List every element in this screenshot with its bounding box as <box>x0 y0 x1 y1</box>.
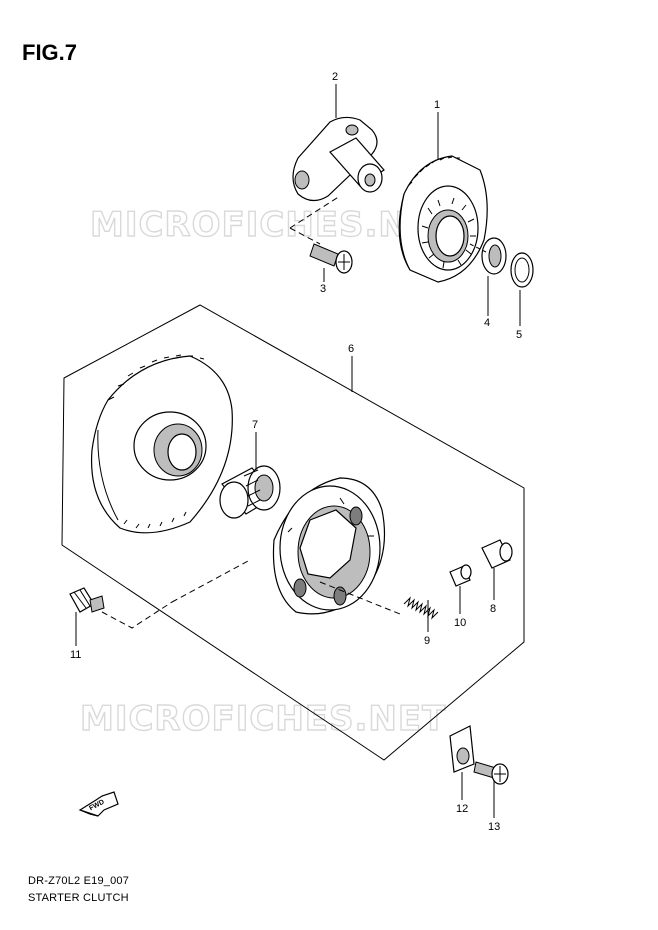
part-7-needle-bearing[interactable] <box>219 465 281 519</box>
callout-13: 13 <box>488 821 500 833</box>
part-11-bolt[interactable] <box>69 587 105 613</box>
callout-4: 4 <box>484 317 490 329</box>
part-6-assembly-box <box>61 304 525 761</box>
part-8-cap[interactable] <box>481 539 513 569</box>
callout-1: 1 <box>434 99 440 111</box>
callout-3: 3 <box>320 283 326 295</box>
part-3-screw[interactable] <box>309 243 353 274</box>
figure-title: FIG.7 <box>22 40 78 65</box>
callout-12: 12 <box>456 803 468 815</box>
leader-lines <box>75 84 521 818</box>
callout-11: 11 <box>70 649 81 661</box>
part-1-idle-gear[interactable] <box>398 155 488 283</box>
callout-5: 5 <box>516 329 522 341</box>
part-6-clutch-housing[interactable] <box>272 477 386 615</box>
callouts: 2 1 3 4 5 6 7 8 9 10 11 12 13 <box>70 71 522 833</box>
part-12-plate[interactable] <box>449 725 475 773</box>
part-4-washer[interactable] <box>481 237 507 275</box>
diagram-code: DR-Z70L2 E19_007 <box>28 875 130 887</box>
part-2-idle-shaft[interactable] <box>292 116 385 202</box>
part-9-spring[interactable] <box>403 596 439 620</box>
part-6-driven-gear[interactable] <box>90 354 233 534</box>
callout-7: 7 <box>252 419 258 431</box>
watermark-top: MICROFICHES.NET <box>90 205 456 245</box>
callout-2: 2 <box>332 71 338 83</box>
callout-10: 10 <box>454 617 466 629</box>
callout-8: 8 <box>490 603 496 615</box>
part-10-roller[interactable] <box>449 564 472 587</box>
diagram-name: STARTER CLUTCH <box>28 892 129 904</box>
watermark-bottom: MICROFICHES.NET <box>80 699 446 739</box>
part-13-screw[interactable] <box>473 761 509 785</box>
fwd-arrow-icon: FWD <box>78 791 119 817</box>
callout-9: 9 <box>424 635 430 647</box>
callout-6: 6 <box>348 343 354 355</box>
part-5-circlip[interactable] <box>510 252 534 288</box>
